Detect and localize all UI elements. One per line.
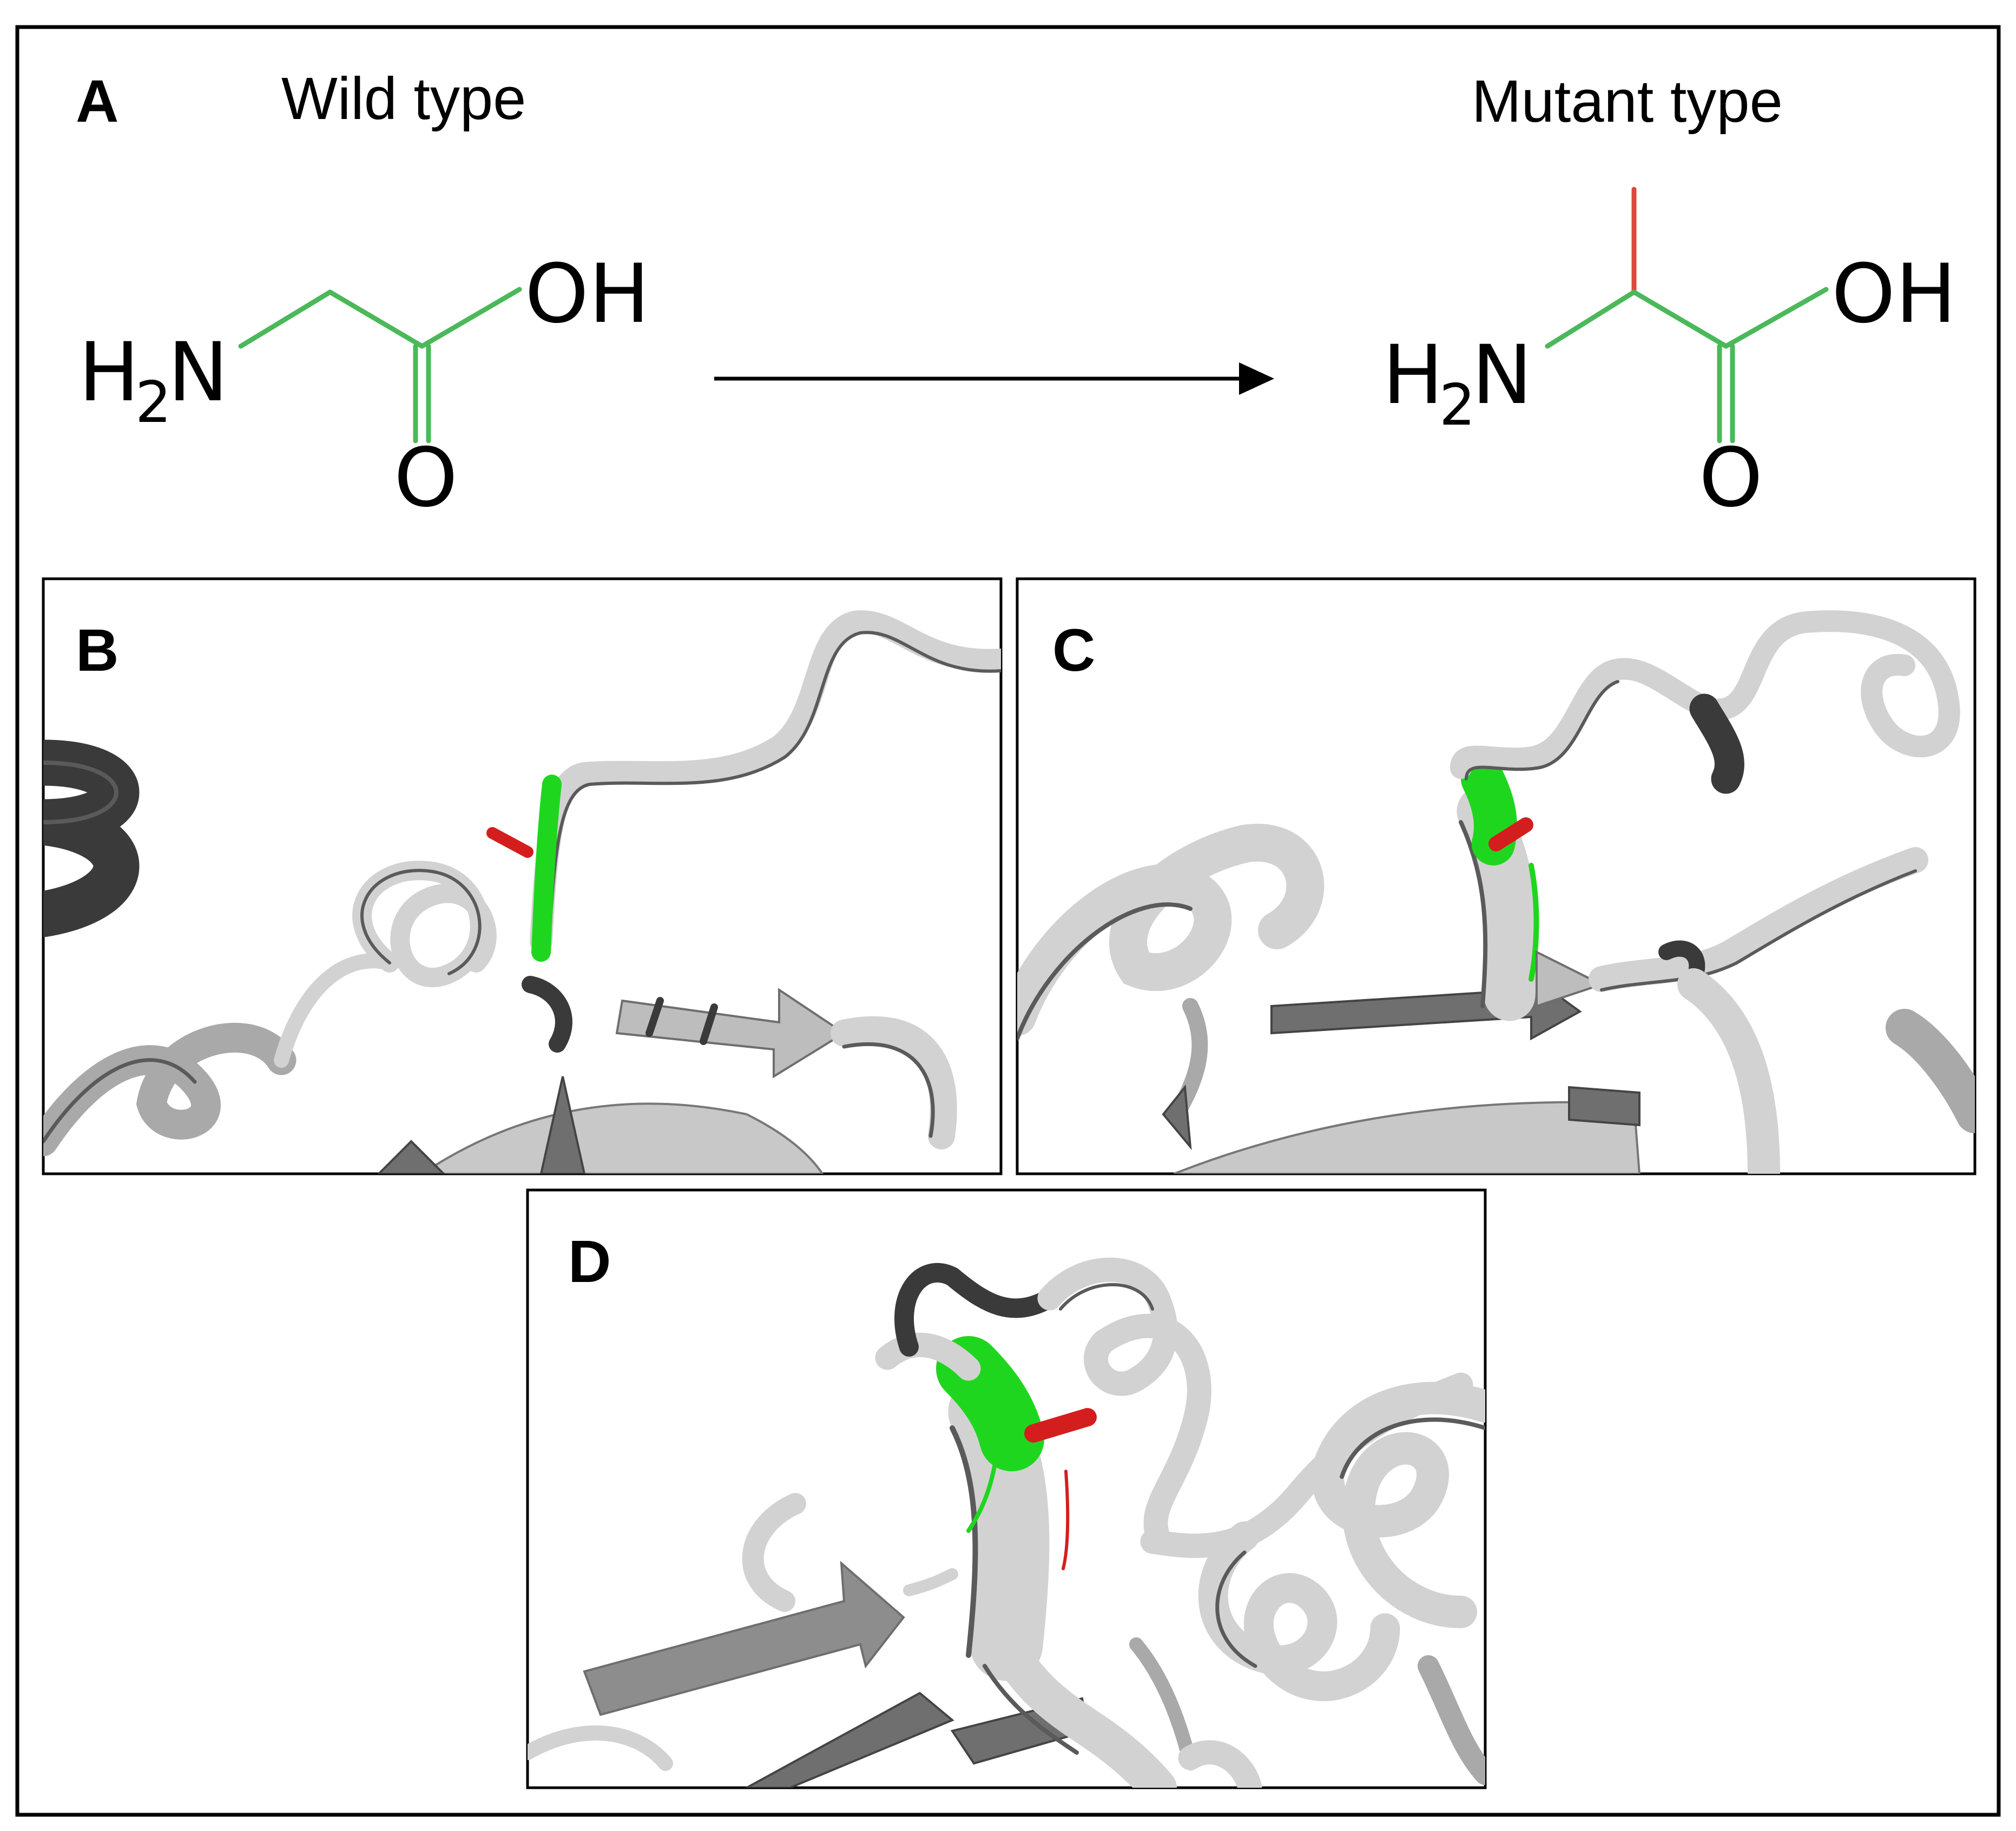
wild-type-structure: H 2 N OH O bbox=[78, 247, 650, 525]
wild-bond-n-ca bbox=[238, 289, 333, 349]
panel-c-label: C bbox=[1052, 617, 1095, 684]
reaction-arrow bbox=[714, 362, 1274, 395]
mutant-type-title: Mutant type bbox=[1472, 68, 1783, 135]
panel-b: B bbox=[42, 577, 1003, 1175]
mutant-bond-c-oh bbox=[1723, 287, 1829, 349]
wild-amine-n: N bbox=[168, 326, 228, 420]
mutant-amine-subscript: 2 bbox=[1439, 372, 1475, 438]
mutant-hydroxyl: OH bbox=[1831, 247, 1956, 341]
mutant-amine-h: H bbox=[1382, 328, 1444, 422]
mutant-bond-n-ca bbox=[1545, 289, 1637, 349]
wild-amine-subscript: 2 bbox=[135, 369, 172, 435]
panel-d: D bbox=[526, 1188, 1487, 1789]
wild-bond-ca-c bbox=[327, 289, 425, 349]
panel-c: C bbox=[1016, 577, 1977, 1175]
mutant-amine-n: N bbox=[1472, 328, 1532, 422]
panel-a-label: A bbox=[76, 68, 118, 135]
panel-b-label: B bbox=[76, 617, 118, 684]
wild-hydroxyl: OH bbox=[525, 247, 650, 341]
panel-d-ribbon-render bbox=[528, 1258, 1485, 1788]
wild-carbonyl-o: O bbox=[394, 431, 458, 525]
panel-c-ribbon-render bbox=[1017, 610, 1975, 1174]
panel-a: A Wild type Mutant type H 2 N OH O H 2 N bbox=[76, 65, 1956, 525]
panel-d-label: D bbox=[568, 1228, 611, 1295]
panel-b-ribbon-render bbox=[43, 610, 1001, 1174]
wild-amine-h: H bbox=[78, 326, 140, 420]
wild-bond-c-oh bbox=[419, 287, 522, 349]
mutant-type-structure: H 2 N OH O bbox=[1382, 187, 1956, 525]
mutant-carbonyl-o: O bbox=[1699, 431, 1763, 525]
wild-type-title: Wild type bbox=[281, 65, 526, 132]
mutant-bond-ca-c bbox=[1631, 289, 1729, 349]
